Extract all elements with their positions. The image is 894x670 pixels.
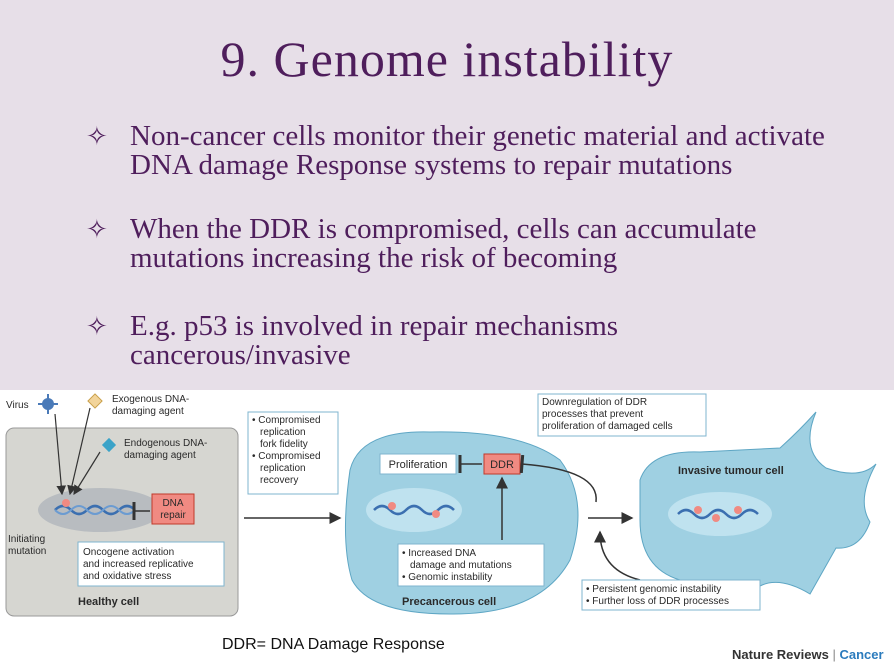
persistent-box [581,579,761,611]
invasive-cell-label: Invasive tumour cell [678,465,784,477]
endogenous-agent-icon [101,437,117,453]
dna-helix-icon [677,508,759,520]
endogenous-label: Endogenous DNA-damaging agent [124,438,207,461]
invasive-nucleus [668,492,772,536]
title-band [0,0,894,390]
dna-repair-box [151,493,195,525]
mutation-dot [734,506,742,514]
persistent-label: • Persistent genomic instability• Furthe… [586,584,729,607]
inhibition-line [519,454,597,503]
mutation-dot [388,502,396,510]
healthy-cell-label: Healthy cell [78,596,139,608]
mutation-dot [432,510,440,518]
dna-helix-icon [54,504,136,516]
precancerous-nucleus [366,488,462,532]
bullet-text: When the DDR is compromised, cells can a… [130,213,757,274]
compromised-box [247,411,339,495]
star-outline-icon: ✧ [86,122,108,151]
star-outline-icon: ✧ [86,215,108,244]
bullet-text: Non-cancer cells monitor their genetic m… [130,120,825,181]
arrow [54,413,67,496]
dna-helix-icon [373,504,455,516]
arrow [73,451,101,496]
ddr-label: DDR [490,459,514,471]
proliferation-box [379,453,457,475]
genome-instability-figure: Virus Exogenous DNA-damaging agent Endog… [5,393,877,617]
dna-helix-icon [54,505,136,515]
ddr-footnote: DDR= DNA Damage Response [222,636,445,653]
journal-name: Nature Reviews [732,647,829,662]
downregulation-box [537,393,707,437]
mutation-dot [62,499,70,507]
proliferation-label: Proliferation [389,459,448,471]
exogenous-label: Exogenous DNA-damaging agent [112,394,189,417]
slide-title: 9. Genome instability [220,31,674,87]
journal-section: Cancer [839,647,884,662]
arrow [67,407,91,496]
virus-icon [38,394,58,414]
exogenous-agent-icon [87,393,103,409]
mutation-dot [694,506,702,514]
journal-credit: Nature Reviews | Cancer [732,647,884,662]
healthy-nucleus [38,488,162,532]
increased-damage-box [397,543,545,587]
oncogene-box [77,541,225,587]
mutation-dot [712,514,720,522]
virus-label: Virus [6,400,29,411]
star-outline-icon: ✧ [86,312,108,341]
precancerous-cell-label: Precancerous cell [402,596,496,608]
arrow [594,530,641,581]
journal-separator: | [832,647,836,662]
bullet-text: E.g. p53 is involved in repair mechanism… [130,310,619,371]
